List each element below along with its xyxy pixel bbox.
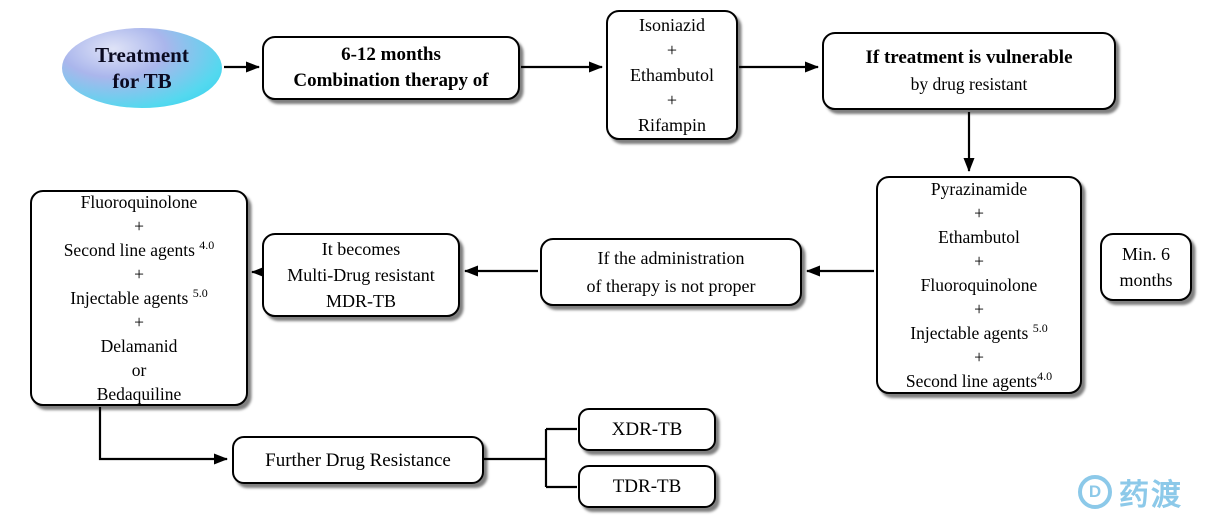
or-separator: or (131, 360, 147, 380)
yaodu-logo-icon: D (1078, 475, 1112, 509)
xdr-tb-box: XDR-TB (578, 408, 716, 451)
arrow-mdr-regimen-to-further (98, 407, 228, 465)
drug-line: Injectable agents 5.0 (70, 286, 208, 308)
improper-line: of therapy is not proper (586, 276, 756, 296)
vulnerable-box: If treatment is vulnerable by drug resis… (822, 32, 1116, 110)
plus-sign: + (974, 251, 984, 271)
footnote-superscript: 5.0 (1032, 321, 1048, 336)
plus-sign: + (134, 312, 144, 332)
drug-line: Fluoroquinolone (920, 275, 1038, 295)
mdr-line: Multi-Drug resistant (287, 265, 435, 285)
plus-sign: + (134, 216, 144, 236)
mdr-line: MDR-TB (325, 291, 396, 311)
yaodu-watermark: D 药渡 (1078, 470, 1183, 514)
footnote-superscript: 4.0 (199, 238, 215, 253)
first-line-drugs-box: Isoniazid + Ethambutol + Rifampin (606, 10, 738, 140)
mdr-line: It becomes (321, 239, 401, 259)
drug-line: Isoniazid (639, 14, 705, 35)
drug-line: Ethambutol (938, 227, 1020, 247)
drug-line: Ethambutol (630, 64, 714, 85)
mdr-tb-box: It becomes Multi-Drug resistant MDR-TB (262, 233, 460, 317)
plus-sign: + (666, 39, 678, 60)
combination-therapy-box: 6-12 months Combination therapy of (262, 36, 520, 100)
drug-line: Rifampin (638, 114, 706, 135)
vulnerable-line: If treatment is vulnerable (865, 47, 1073, 68)
min-months-line: months (1119, 270, 1173, 290)
improper-therapy-box: If the administration of therapy is not … (540, 238, 802, 306)
min-6-months-box: Min. 6 months (1100, 233, 1192, 301)
footnote-superscript: 5.0 (192, 286, 208, 301)
plus-sign: + (974, 299, 984, 319)
start-ellipse: Treatment for TB (62, 28, 222, 108)
drug-line: Fluoroquinolone (80, 192, 198, 212)
mdr-regimen-box: Fluoroquinolone + Second line agents 4.0… (30, 190, 248, 406)
drug-line: Bedaquiline (96, 384, 182, 404)
further-label: Further Drug Resistance (265, 449, 451, 471)
plus-sign: + (974, 347, 984, 367)
plus-sign: + (974, 203, 984, 223)
combination-line: 6-12 months (341, 44, 441, 65)
min-months-line: Min. 6 (1121, 244, 1170, 264)
drug-line: Pyrazinamide (930, 179, 1028, 199)
drug-line: Delamanid (100, 336, 178, 356)
xdr-label: XDR-TB (611, 419, 683, 440)
vulnerable-line: by drug resistant (910, 74, 1028, 94)
tdr-label: TDR-TB (612, 476, 682, 497)
resistant-regimen-box: Pyrazinamide + Ethambutol + Fluoroquinol… (876, 176, 1082, 394)
drug-line: Second line agents4.0 (905, 369, 1053, 391)
plus-sign: + (666, 89, 678, 110)
start-ellipse-line: Treatment (95, 43, 189, 67)
yaodu-logo-text: 药渡 (1119, 479, 1183, 512)
further-drug-resistance-box: Further Drug Resistance (232, 436, 484, 484)
combination-line: Combination therapy of (293, 70, 489, 91)
tdr-tb-box: TDR-TB (578, 465, 716, 508)
footnote-superscript: 4.0 (1037, 369, 1053, 384)
improper-line: If the administration (597, 248, 745, 268)
plus-sign: + (134, 264, 144, 284)
drug-line: Injectable agents 5.0 (910, 321, 1048, 343)
drug-line: Second line agents 4.0 (63, 238, 215, 260)
start-ellipse-line: for TB (112, 69, 172, 93)
